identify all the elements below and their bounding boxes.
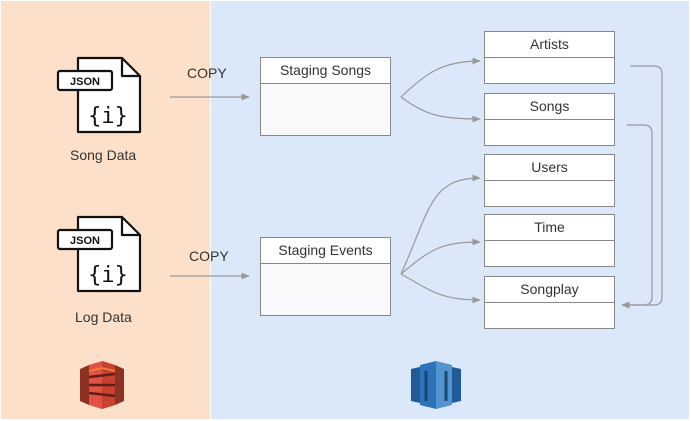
arrow-staging-events-to-songplay <box>400 273 481 304</box>
copy-label-log: COPY <box>189 248 229 264</box>
amazon-redshift-icon <box>411 361 461 409</box>
table-title: Staging Songs <box>261 58 390 84</box>
table-title: Songplay <box>485 277 614 303</box>
users-table[interactable]: Users <box>484 154 615 207</box>
table-title: Songs <box>485 94 614 120</box>
log-data-label: Log Data <box>75 309 132 325</box>
table-title: Artists <box>485 32 614 58</box>
json-file-icon: JSON {i} <box>56 56 142 134</box>
songplay-table[interactable]: Songplay <box>484 276 615 329</box>
song-data-label: Song Data <box>70 147 137 163</box>
table-title: Staging Events <box>261 238 390 264</box>
songs-table[interactable]: Songs <box>484 93 615 146</box>
copy-label-song: COPY <box>187 65 227 81</box>
svg-text:JSON: JSON <box>70 76 100 88</box>
table-title: Users <box>485 155 614 181</box>
svg-text:{i}: {i} <box>88 104 128 129</box>
table-title: Time <box>485 215 614 241</box>
staging-songs-table[interactable]: Staging Songs <box>260 57 391 136</box>
arrow-artists-to-songplay <box>621 65 663 309</box>
svg-text:{i}: {i} <box>88 263 128 288</box>
arrow-staging-events-to-users <box>400 174 481 275</box>
arrow-staging-songs-to-songs <box>400 96 481 123</box>
staging-events-table[interactable]: Staging Events <box>260 237 391 316</box>
json-file-icon: JSON {i} <box>56 215 142 293</box>
arrow-staging-events-to-time <box>400 238 481 275</box>
arrow-songs-to-songplay <box>621 124 653 309</box>
artists-table[interactable]: Artists <box>484 31 615 84</box>
amazon-s3-icon <box>80 361 124 409</box>
arrow-staging-songs-to-artists <box>400 57 481 98</box>
time-table[interactable]: Time <box>484 214 615 267</box>
svg-text:JSON: JSON <box>70 235 100 247</box>
